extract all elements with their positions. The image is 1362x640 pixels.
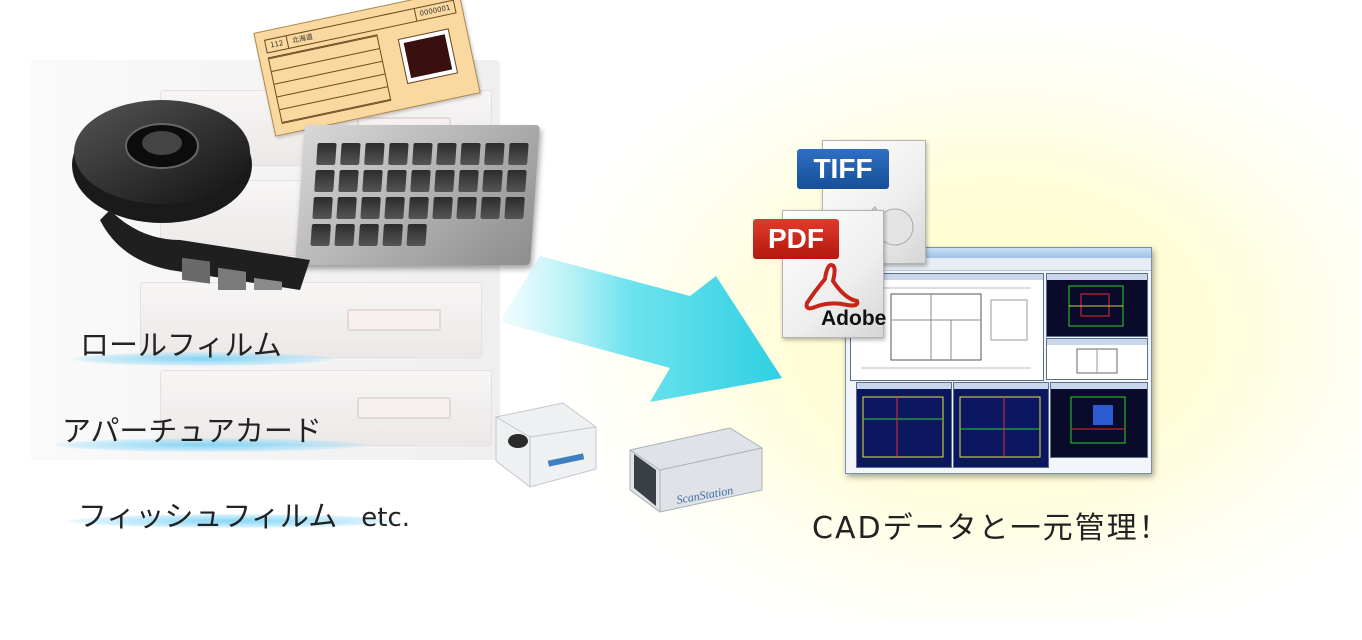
- cad-pane-colored-1: [1046, 273, 1148, 337]
- conversion-arrow: [500, 256, 782, 402]
- label-aperture-card: アパーチュアカード: [62, 414, 322, 448]
- acrobat-logo-icon: [804, 262, 860, 311]
- tagline-cad-unified-management: CADデータと一元管理！: [812, 511, 1171, 546]
- label-roll-film: ロールフィルム: [80, 328, 282, 362]
- pdf-file-icon: PDF Adobe: [753, 210, 887, 338]
- label-microfiche: フィッシュフィルム etc.: [78, 493, 410, 535]
- label-microfiche-text: フィッシュフィルム: [78, 499, 338, 533]
- swoosh-underline: [68, 514, 398, 528]
- cad-pane-white-2: [1046, 338, 1148, 380]
- adobe-label: Adobe: [821, 307, 887, 330]
- film-scanner-small: [495, 402, 597, 488]
- microfiche-tray-illustration: [295, 125, 540, 265]
- label-etc: etc.: [361, 503, 411, 533]
- cad-pane-blue-2: [953, 382, 1049, 468]
- swoosh-underline: [72, 352, 334, 366]
- scanstation-scanner: ScanStation: [629, 427, 763, 513]
- cad-pane-colored-3: [1050, 382, 1148, 458]
- pdf-badge: PDF: [753, 219, 839, 259]
- roll-film-illustration: [72, 100, 310, 290]
- tiff-badge: TIFF: [797, 149, 889, 189]
- cad-viewer-window: [845, 247, 1152, 474]
- cad-pane-blue-1: [856, 382, 952, 468]
- swoosh-underline: [54, 438, 366, 452]
